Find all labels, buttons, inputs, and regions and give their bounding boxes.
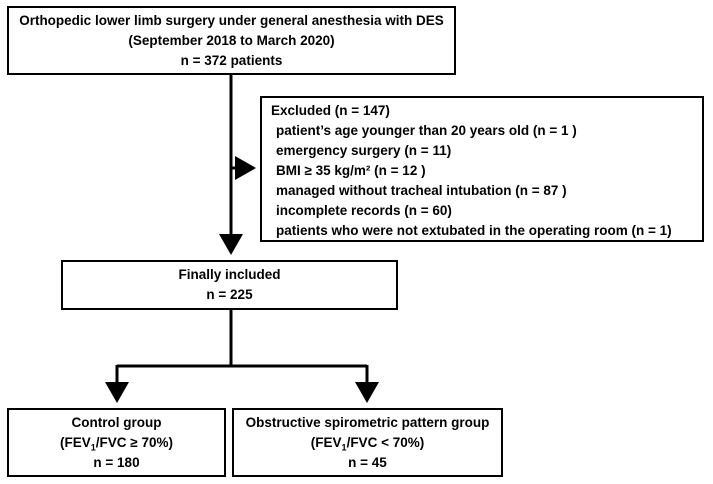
excluded-item: patient’s age younger than 20 years old … — [276, 123, 577, 138]
excluded-item: incomplete records (n = 60) — [276, 203, 452, 218]
obstructive-group-criterion: (FEV1/FVC < 70%) — [234, 433, 501, 453]
excluded-item: emergency surgery (n = 11) — [276, 143, 452, 158]
excluded-title: Excluded (n = 147) — [271, 103, 390, 118]
included-count: n = 225 — [206, 287, 253, 302]
study-period: (September 2018 to March 2020) — [128, 32, 335, 48]
excluded-item: BMI ≥ 35 kg/m² (n = 12 ) — [276, 163, 426, 178]
obstructive-ratio-sub: 1 — [341, 442, 347, 453]
excluded-box: Excluded (n = 147) patient’s age younger… — [260, 96, 704, 242]
control-group-box: Control group (FEV1/FVC ≥ 70%) n = 180 — [7, 408, 226, 477]
control-ratio-rest: /FVC ≥ 70%) — [95, 434, 173, 450]
obstructive-group-count: n = 45 — [348, 454, 387, 470]
obstructive-group-title: Obstructive spirometric pattern group — [245, 414, 490, 430]
obstructive-ratio-rest: /FVC < 70%) — [346, 434, 425, 450]
control-ratio-sub: 1 — [90, 442, 96, 453]
included-title: Finally included — [178, 267, 281, 282]
included-box: Finally included n = 225 — [61, 260, 398, 310]
excluded-item: managed without tracheal intubation (n =… — [276, 183, 567, 198]
study-population-count: n = 372 patients — [180, 52, 283, 68]
control-group-criterion: (FEV1/FVC ≥ 70%) — [9, 433, 224, 453]
excluded-item: patients who were not extubated in the o… — [276, 223, 672, 238]
control-group-title: Control group — [71, 414, 162, 430]
study-population-title: Orthopedic lower limb surgery under gene… — [19, 12, 444, 28]
control-group-count: n = 180 — [93, 454, 140, 470]
control-ratio-open: (FEV — [60, 434, 91, 450]
obstructive-group-box: Obstructive spirometric pattern group (F… — [232, 408, 503, 477]
study-population-box: Orthopedic lower limb surgery under gene… — [7, 6, 456, 75]
obstructive-ratio-open: (FEV — [310, 434, 342, 450]
